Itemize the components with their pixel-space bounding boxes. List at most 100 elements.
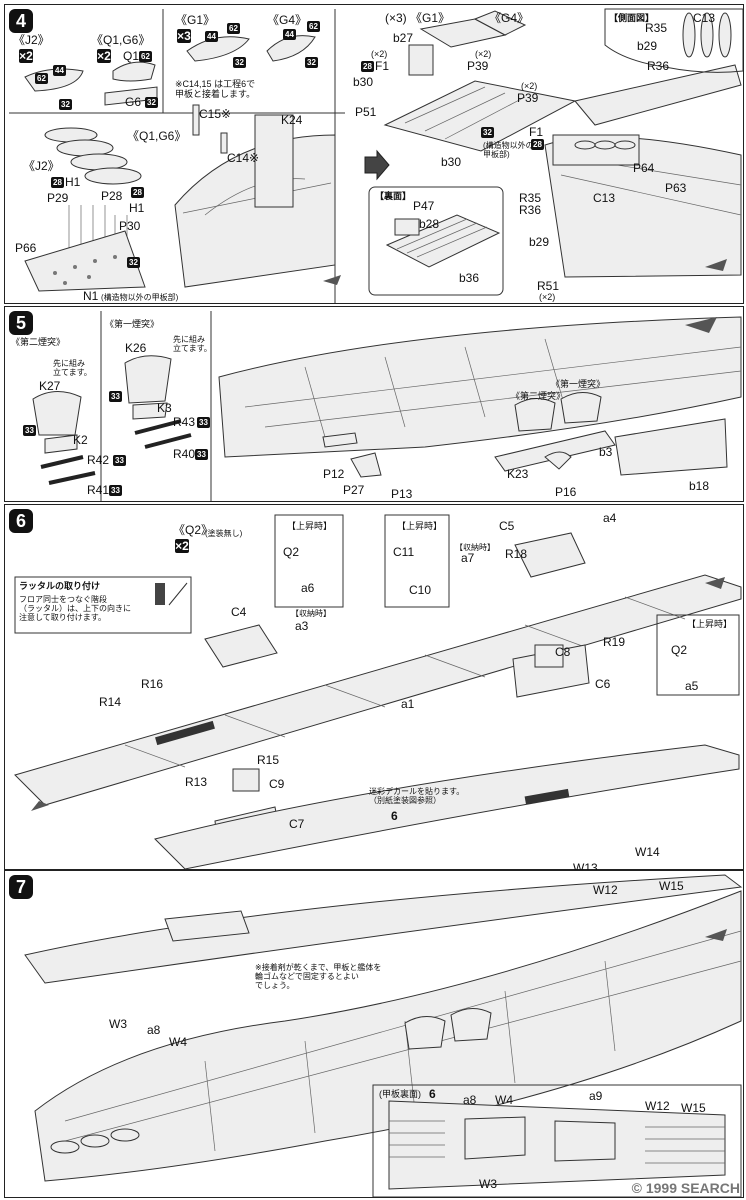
label-p63: P63 — [665, 181, 687, 195]
part-number: 62 — [139, 51, 152, 62]
label-r18: R18 — [505, 547, 528, 561]
label-b30: b30 — [353, 75, 374, 89]
label-q2b: Q2 — [671, 643, 688, 657]
part-number: 28 — [361, 61, 374, 72]
label-j2-2: 《J2》 — [23, 159, 60, 173]
label-r40: R40 — [173, 447, 196, 461]
label-b3: b3 — [599, 445, 613, 459]
label-c15: C15※ — [199, 107, 232, 121]
label-step6-ref: 6 — [391, 809, 398, 823]
label-r42: R42 — [87, 453, 110, 467]
label-r35: R35 — [645, 21, 668, 35]
part-number: 28 — [531, 139, 544, 150]
label-p39: P39 — [467, 59, 489, 73]
label-p66: P66 — [15, 241, 37, 255]
note-c14c15: ※C14,15 は工程6で 甲板と接着します。 — [175, 79, 256, 99]
label-r35b: R35 — [519, 191, 542, 205]
note-n1: (構造物以外の甲板部) — [101, 293, 179, 302]
label-c10: C10 — [409, 583, 432, 597]
part-number: 62 — [35, 73, 48, 84]
label-first-funnel-b: 《第一煙突》 — [551, 379, 606, 389]
badge-x2: ×2 — [19, 49, 33, 63]
part-number: 33 — [195, 449, 208, 460]
step-4-drawing — [9, 8, 743, 303]
part-number: 33 — [113, 455, 126, 466]
label-a5: a5 — [685, 679, 699, 693]
label-b36: b36 — [459, 271, 480, 285]
label-c9: C9 — [269, 777, 285, 791]
step-number: 4 — [9, 9, 33, 33]
label-r19: R19 — [603, 635, 626, 649]
label-g1: 《G1》 — [175, 13, 216, 27]
label-raised: 【上昇時】 — [287, 521, 333, 531]
label-a1: a1 — [401, 697, 415, 711]
step-number: 7 — [9, 875, 33, 899]
step-5-panel: 5 《第二煙突》 先に組み 立てます。 K27 33 K2 R42 — [4, 306, 744, 502]
label-g1-top: (×3) 《G1》 — [385, 11, 451, 25]
label-p47: P47 — [413, 199, 435, 213]
step-number: 5 — [9, 311, 33, 335]
label-c11: C11 — [393, 545, 415, 559]
part-number: 44 — [53, 65, 66, 76]
label-b28: b28 — [419, 217, 440, 231]
label-j2: 《J2》 — [13, 33, 50, 47]
label-w3: W3 — [109, 1017, 127, 1031]
label-x2c: (×2) — [521, 81, 538, 91]
label-a7: a7 — [461, 551, 475, 565]
label-g4: 《G4》 — [267, 13, 308, 27]
label-k24: K24 — [281, 113, 303, 127]
label-c4: C4 — [231, 605, 247, 619]
watermark: © 1999 SEARCH — [631, 1180, 740, 1196]
note-decal: 迷彩デカールを貼ります。 （別紙塗装図参照） — [369, 787, 465, 805]
label-n1: N1 — [83, 289, 99, 303]
part-number: 33 — [197, 417, 210, 428]
note-b30: (構造物以外の 甲板部) — [483, 141, 534, 159]
label-k27: K27 — [39, 379, 61, 393]
label-w12: W12 — [593, 883, 618, 897]
label-w3b: W3 — [479, 1177, 497, 1191]
badge-x3: ×3 — [177, 29, 191, 43]
label-c14: C14※ — [227, 151, 260, 165]
label-p16: P16 — [555, 485, 577, 499]
label-x2d: (×2) — [539, 292, 556, 302]
label-p28: P28 — [101, 189, 123, 203]
label-c7: C7 — [289, 817, 305, 831]
label-b29b: b29 — [529, 235, 550, 249]
label-x2a: (×2) — [371, 49, 388, 59]
label-q1g6-2: 《Q1,G6》 — [127, 129, 187, 143]
label-r51: R51 — [537, 279, 560, 293]
part-number: 44 — [205, 31, 218, 42]
label-c8: C8 — [555, 645, 571, 659]
label-stowed: 【収納時】 — [291, 609, 331, 618]
step-7-panel: 7 ※接着剤が乾くまで、甲板と艦体を 輪ゴムなどで固定するとよい でしょ — [4, 870, 744, 1198]
part-number: 32 — [481, 127, 494, 138]
label-p64: P64 — [633, 161, 655, 175]
label-b18: b18 — [689, 479, 710, 493]
label-r13: R13 — [185, 775, 208, 789]
step-7-drawing — [24, 874, 743, 1197]
label-p12: P12 — [323, 467, 345, 481]
label-r15: R15 — [257, 753, 280, 767]
label-p51: P51 — [355, 105, 377, 119]
label-w14: W14 — [635, 845, 660, 859]
part-number: 44 — [283, 29, 296, 40]
part-number: 32 — [305, 57, 318, 68]
note-step7: ※接着剤が乾くまで、甲板と艦体を 輪ゴムなどで固定するとよい でしょう。 — [255, 963, 382, 990]
label-x2b: (×2) — [475, 49, 492, 59]
note-q2: (塗装無し) — [205, 529, 243, 538]
label-b29: b29 — [637, 39, 658, 53]
label-c13b: C13 — [593, 191, 616, 205]
label-q2a: Q2 — [283, 545, 300, 559]
label-r41: R41 — [87, 483, 110, 497]
label-k2: K2 — [73, 433, 88, 447]
label-f1b: F1 — [529, 125, 544, 139]
label-a3: a3 — [295, 619, 309, 633]
label-a6: a6 — [301, 581, 315, 595]
label-r36b: R36 — [519, 203, 542, 217]
label-b30b: b30 — [441, 155, 462, 169]
label-second-funnel: 《第二煙突》 — [11, 337, 66, 347]
label-a8: a8 — [147, 1023, 161, 1037]
label-h1: H1 — [65, 175, 81, 189]
label-w15: W15 — [659, 879, 684, 893]
label-w12b: W12 — [645, 1099, 670, 1113]
